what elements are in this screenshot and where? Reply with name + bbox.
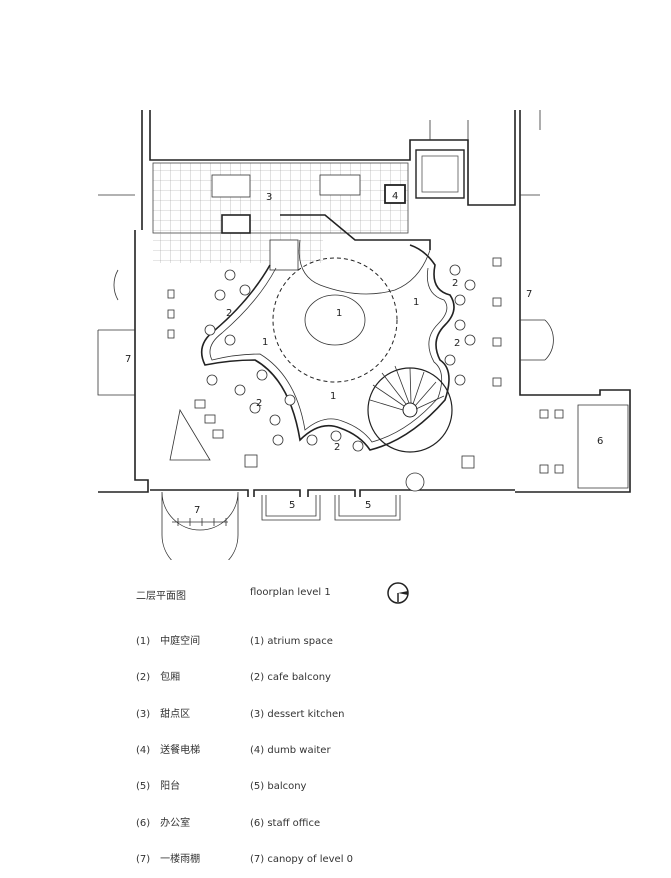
label-canopy-east: 7 <box>526 289 532 300</box>
exterior-walls <box>98 110 631 497</box>
legend-item-en: (6) staff office <box>250 817 321 829</box>
kitchen-area <box>152 149 465 271</box>
legend-item-cn: (6) 办公室 <box>136 817 191 829</box>
label-balcony-s: 2 <box>334 442 340 453</box>
legend-item-cn: (1) 中庭空间 <box>136 636 201 648</box>
legend-title-cn: 二层平面图 <box>136 591 186 602</box>
legend-list-en: (1) atrium space (2) cafe balcony (3) de… <box>250 612 353 878</box>
seating <box>167 257 564 492</box>
legend-item-cn: (3) 甜点区 <box>136 708 191 720</box>
legend-item-cn: (4) 送餐电梯 <box>136 745 201 757</box>
atrium <box>200 239 455 453</box>
floorplan-drawing: 1 1 1 1 2 2 2 2 2 3 4 5 5 6 7 7 7 <box>97 110 631 560</box>
label-canopy-south: 7 <box>194 505 200 516</box>
legend-item-cn: (7) 一楼雨棚 <box>136 853 201 865</box>
perimeter-spaces <box>97 269 629 560</box>
label-balcony-sw: 2 <box>256 398 262 409</box>
label-balcony-left: 5 <box>289 500 295 511</box>
legend-item-en: (4) dumb waiter <box>250 745 331 757</box>
label-balcony-right: 5 <box>365 500 371 511</box>
legend-list-cn: (1) 中庭空间 (2) 包厢 (3) 甜点区 (4) 送餐电梯 (5) 阳台 … <box>136 612 200 878</box>
label-atrium-mid: 1 <box>262 337 268 348</box>
legend-title-en: floorplan level 1 <box>250 587 331 598</box>
label-balcony-ne: 2 <box>452 278 458 289</box>
label-atrium-right: 1 <box>413 297 419 308</box>
legend-item-cn: (2) 包厢 <box>136 672 181 684</box>
label-balcony-e: 2 <box>454 338 460 349</box>
legend-item-en: (1) atrium space <box>250 636 333 648</box>
label-office: 6 <box>597 436 603 447</box>
legend-item-en: (3) dessert kitchen <box>250 708 345 720</box>
legend-item-en: (5) balcony <box>250 781 307 793</box>
label-atrium-upper: 1 <box>336 308 342 319</box>
room-labels: 1 1 1 1 2 2 2 2 2 3 4 5 5 6 7 7 7 <box>125 191 603 516</box>
label-balcony-nw: 2 <box>226 308 232 319</box>
legend-item-en: (7) canopy of level 0 <box>250 853 354 865</box>
label-dumb-waiter: 4 <box>392 191 398 202</box>
label-canopy-west: 7 <box>125 354 131 365</box>
label-kitchen: 3 <box>266 192 272 203</box>
legend-item-cn: (5) 阳台 <box>136 781 181 793</box>
north-arrow-icon <box>387 582 409 604</box>
label-atrium-lower: 1 <box>330 391 336 402</box>
legend-item-en: (2) cafe balcony <box>250 672 331 684</box>
